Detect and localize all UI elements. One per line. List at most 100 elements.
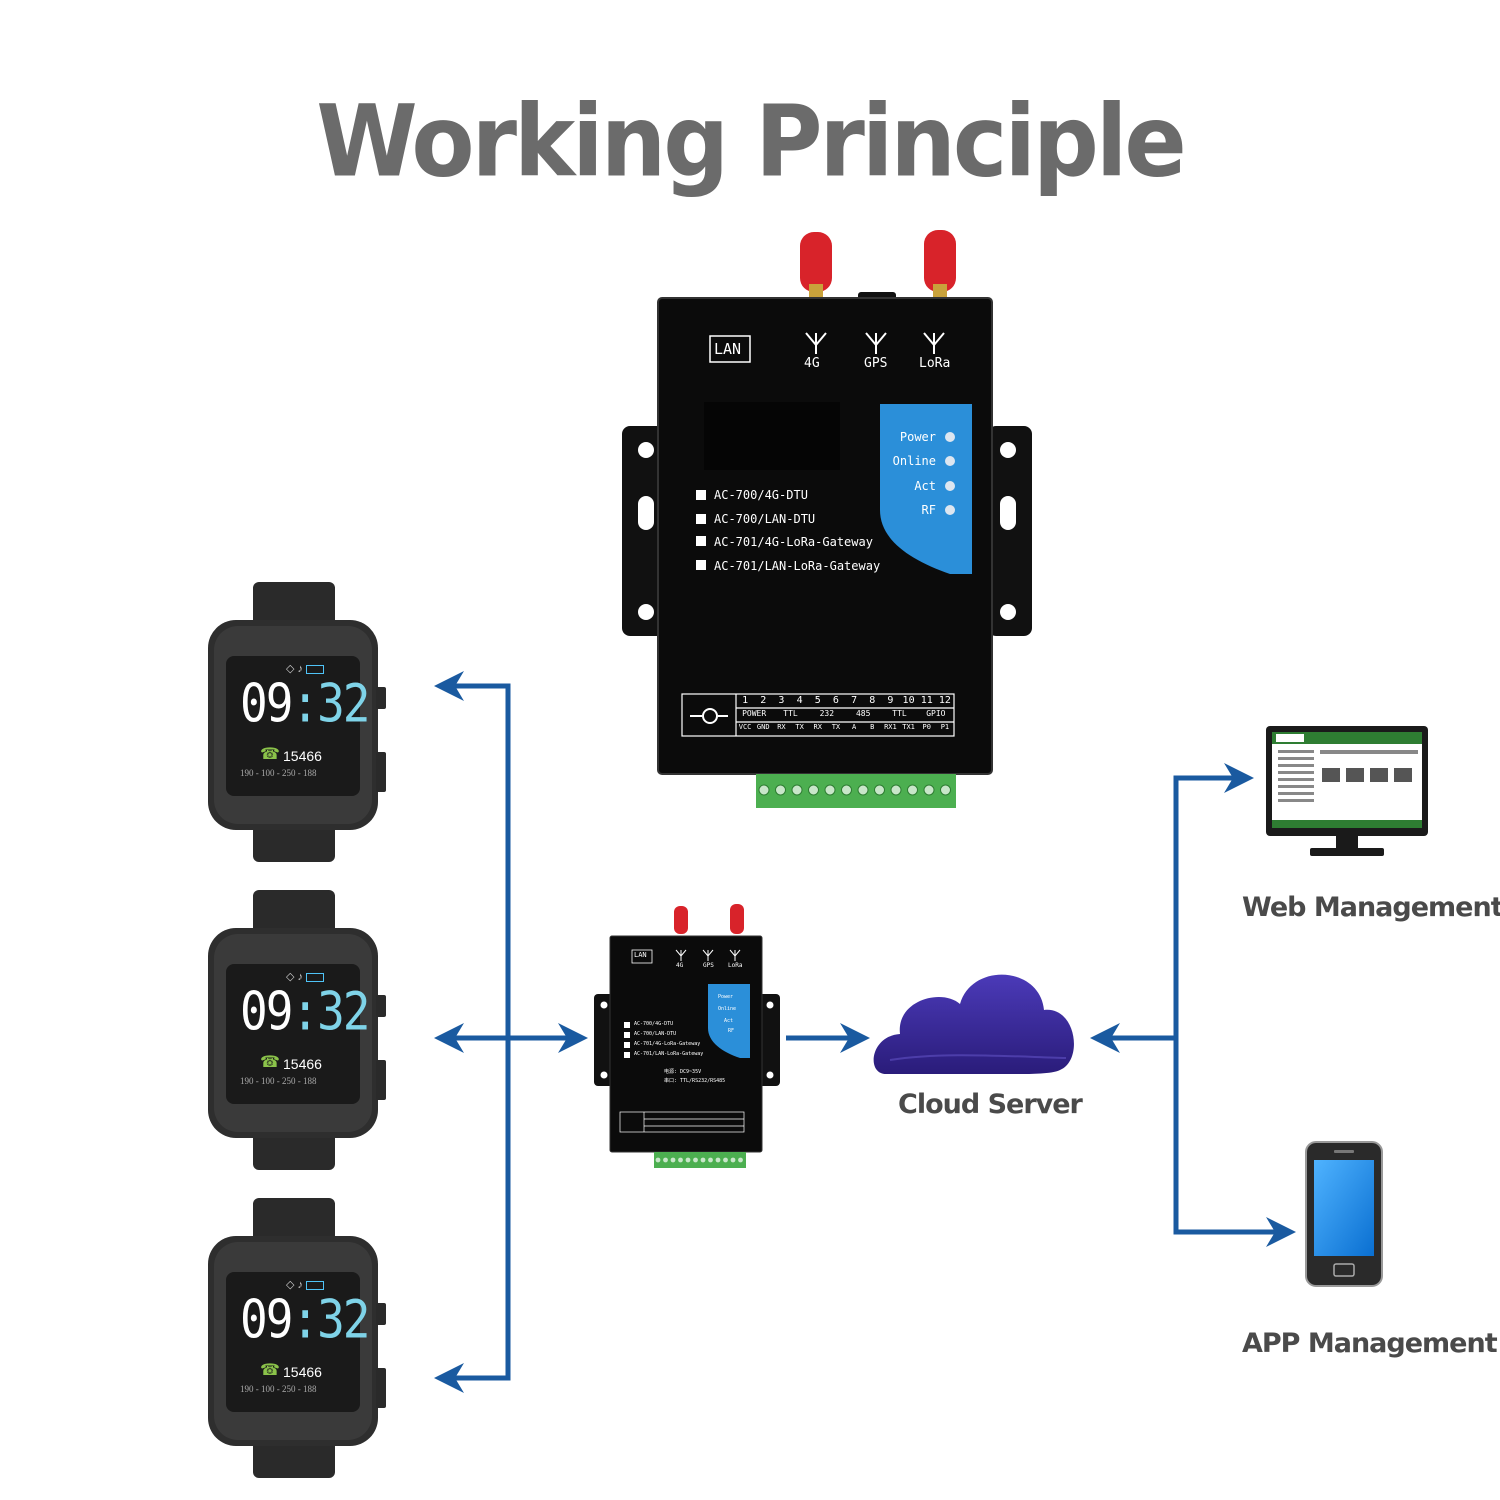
phone-handset-icon: ☎ <box>260 746 280 763</box>
volume-icon: ♪ <box>297 663 304 675</box>
terminal-screw <box>890 784 902 796</box>
terminal-screw <box>857 784 869 796</box>
model-option-4: AC-701/LAN-LoRa-Gateway <box>714 559 881 573</box>
small-interface-note: 串口: TTL/RS232/RS485 <box>664 1078 726 1084</box>
terminal-pin: P1 <box>940 723 950 731</box>
terminal-number: 7 <box>851 695 858 706</box>
watch-time-colon: : <box>291 979 319 1043</box>
terminal-screw <box>663 1157 668 1163</box>
bus-bottom <box>434 1038 511 1393</box>
watch-steps: 15466 <box>283 1056 322 1072</box>
terminal-number: 10 <box>902 695 915 706</box>
model-option-2: AC-700/LAN-DTU <box>714 512 816 526</box>
terminal-screw <box>841 784 852 796</box>
watch-steps: 15466 <box>283 748 322 764</box>
watch-time: 09:32 <box>240 1287 370 1351</box>
terminal-screw <box>923 784 935 796</box>
cloud-server-icon <box>873 974 1074 1074</box>
cloud-server-label: Cloud Server <box>898 1089 1083 1120</box>
small-model-option-1: AC-700/4G-DTU <box>634 1021 674 1027</box>
watch-time-minutes: 32 <box>317 1287 370 1351</box>
terminal-number: 5 <box>814 695 821 706</box>
terminal-number: 4 <box>796 695 803 706</box>
terminal-pin: P0 <box>922 723 931 731</box>
model-option-3: AC-701/4G-LoRa-Gateway <box>714 535 873 549</box>
vibrate-icon: ◇ <box>286 971 295 983</box>
antenna-label-gps: GPS <box>864 356 888 371</box>
terminal-number: 2 <box>760 695 767 706</box>
small-model-option-2: AC-700/LAN-DTU <box>634 1031 677 1037</box>
battery-icon <box>306 972 325 982</box>
terminal-screw <box>907 784 918 796</box>
volume-icon: ♪ <box>297 1279 304 1291</box>
terminal-screw <box>700 1157 706 1163</box>
watch-time-hours: 09 <box>240 1287 293 1351</box>
terminal-screw <box>723 1157 728 1163</box>
small-antenna-label-gps: GPS <box>703 962 714 969</box>
watch-status-icons: ◇ ♪ <box>286 970 325 983</box>
watch-status-icons: ◇ ♪ <box>286 662 325 675</box>
terminal-group: TTL <box>783 709 798 718</box>
watch-stats: 190 - 100 - 250 - 188 <box>240 1384 317 1394</box>
terminal-number: 1 <box>742 695 749 706</box>
smartphone-icon <box>1305 1141 1383 1287</box>
large-gateway-device <box>622 230 1032 808</box>
connector-lines <box>434 671 1296 1393</box>
terminal-screw <box>738 1157 743 1163</box>
terminal-screw <box>940 784 951 796</box>
web-management-label: Web Management <box>1242 892 1500 923</box>
terminal-group: 232 <box>819 709 835 718</box>
phone-handset-icon: ☎ <box>260 1362 280 1379</box>
monitor-icon <box>1266 726 1428 856</box>
model-option-1: AC-700/4G-DTU <box>714 488 808 502</box>
vibrate-icon: ◇ <box>286 663 295 675</box>
volume-icon: ♪ <box>297 971 304 983</box>
terminal-pin: GND <box>756 723 770 731</box>
terminal-screw <box>708 1157 713 1163</box>
watch-time: 09:32 <box>240 671 370 735</box>
battery-icon <box>306 1280 325 1290</box>
small-led-label-online: Online <box>718 1006 737 1012</box>
terminal-group: GPIO <box>926 709 946 718</box>
led-label-act: Act <box>914 479 936 493</box>
terminal-screw <box>775 784 786 796</box>
terminal-pin: A <box>851 723 857 731</box>
terminal-number: 8 <box>869 695 876 706</box>
small-model-option-3: AC-701/4G-LoRa-Gateway <box>634 1041 701 1047</box>
bus-to-web <box>1173 763 1254 1038</box>
terminal-pin: B <box>870 723 875 731</box>
terminal-group: TTL <box>892 709 907 718</box>
terminal-pin: RX1 <box>884 723 897 731</box>
terminal-pin: RX <box>813 723 822 731</box>
page-title: Working Principle <box>316 83 1187 200</box>
terminal-screw <box>824 784 836 796</box>
watch-time-hours: 09 <box>240 671 293 735</box>
antenna-label-4g: 4G <box>804 356 820 371</box>
led-label-online: Online <box>892 454 936 468</box>
small-gateway-lan-label: LAN <box>634 951 647 959</box>
phone-handset-icon: ☎ <box>260 1054 280 1071</box>
terminal-screw <box>715 1157 721 1163</box>
bus-top <box>434 671 511 1038</box>
app-management-label: APP Management <box>1242 1328 1498 1359</box>
gateway-lan-label: LAN <box>714 340 742 358</box>
small-led-label-act: Act <box>724 1018 734 1024</box>
small-antenna-label-4g: 4G <box>676 962 684 969</box>
watch-time-minutes: 32 <box>317 979 370 1043</box>
terminal-pin: TX <box>831 723 841 731</box>
terminal-pin: RX <box>777 723 786 731</box>
small-led-label-power: Power <box>718 994 734 1000</box>
watch-time-minutes: 32 <box>317 671 370 735</box>
terminal-pin: TX1 <box>902 723 915 731</box>
small-gateway-device <box>594 904 780 1168</box>
small-led-label-rf: RF <box>728 1028 735 1034</box>
terminal-screw <box>874 784 885 796</box>
terminal-screw <box>678 1157 683 1163</box>
terminal-number: 11 <box>920 695 933 706</box>
terminal-screw <box>808 784 819 796</box>
watch-time-colon: : <box>291 1287 319 1351</box>
terminal-screw <box>685 1157 691 1163</box>
small-power-note: 电源: DC9~35V <box>664 1069 702 1075</box>
watch-stats: 190 - 100 - 250 - 188 <box>240 768 317 778</box>
